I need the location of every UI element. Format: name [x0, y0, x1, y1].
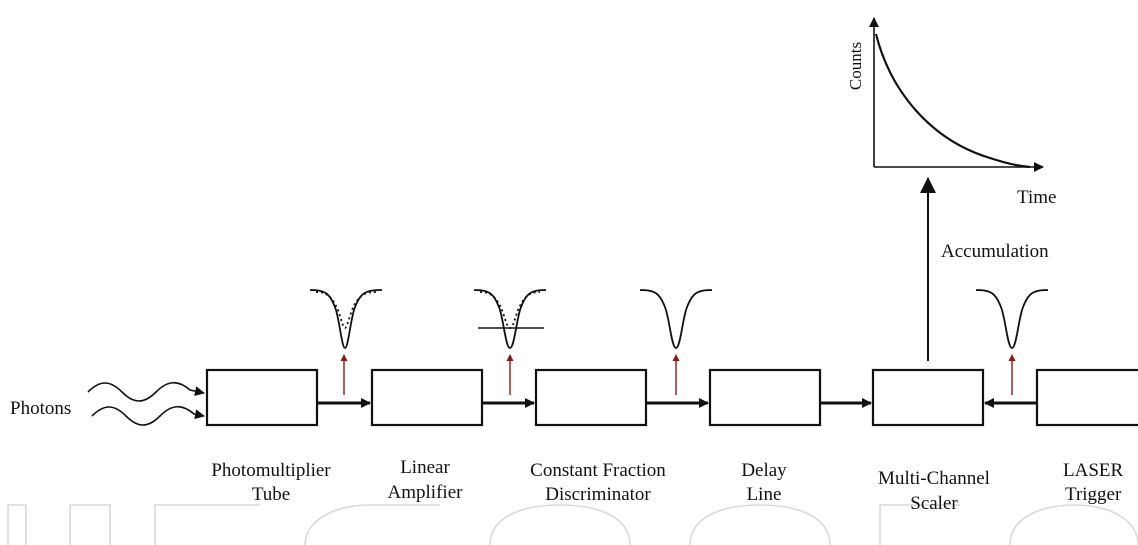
cfd-label-1: Constant Fraction — [530, 460, 666, 481]
cfd-label-2: Discriminator — [545, 484, 651, 505]
photon-wave-bottom — [91, 405, 205, 426]
laser-box — [1035, 368, 1138, 427]
pulse-amp — [473, 289, 547, 349]
mcs-label-2: Scaler — [910, 493, 958, 514]
delay-label-1: Delay — [741, 460, 787, 481]
plot-xlabel: Time — [1017, 187, 1056, 208]
amp-label-2: Amplifier — [388, 482, 464, 503]
amp-label-1: Linear — [400, 457, 450, 478]
laser-label-1: LASER — [1063, 460, 1124, 481]
pmt-box — [205, 368, 319, 427]
amp-box — [370, 368, 484, 427]
pmt-label-2: Tube — [252, 484, 290, 505]
cfd-box — [534, 368, 648, 427]
pulse-laser — [975, 289, 1049, 349]
laser-label-2: Trigger — [1065, 484, 1122, 505]
watermark — [7, 504, 1138, 545]
accumulation-label: Accumulation — [941, 241, 1049, 262]
pulse-cfd — [639, 289, 713, 349]
delay-box — [708, 368, 822, 427]
mcs-label-1: Multi-Channel — [878, 468, 990, 489]
delay-label-2: Line — [747, 484, 782, 505]
mcs-box — [871, 368, 985, 427]
plot-ylabel: Counts — [846, 42, 865, 90]
pulse-pmt — [309, 289, 383, 349]
photon-wave-top — [87, 381, 205, 402]
pmt-label-1: Photomultiplier — [211, 460, 331, 481]
photons-label: Photons — [10, 398, 71, 419]
decay-curve — [874, 33, 1031, 169]
decay-plot: Counts Time — [846, 17, 1056, 208]
